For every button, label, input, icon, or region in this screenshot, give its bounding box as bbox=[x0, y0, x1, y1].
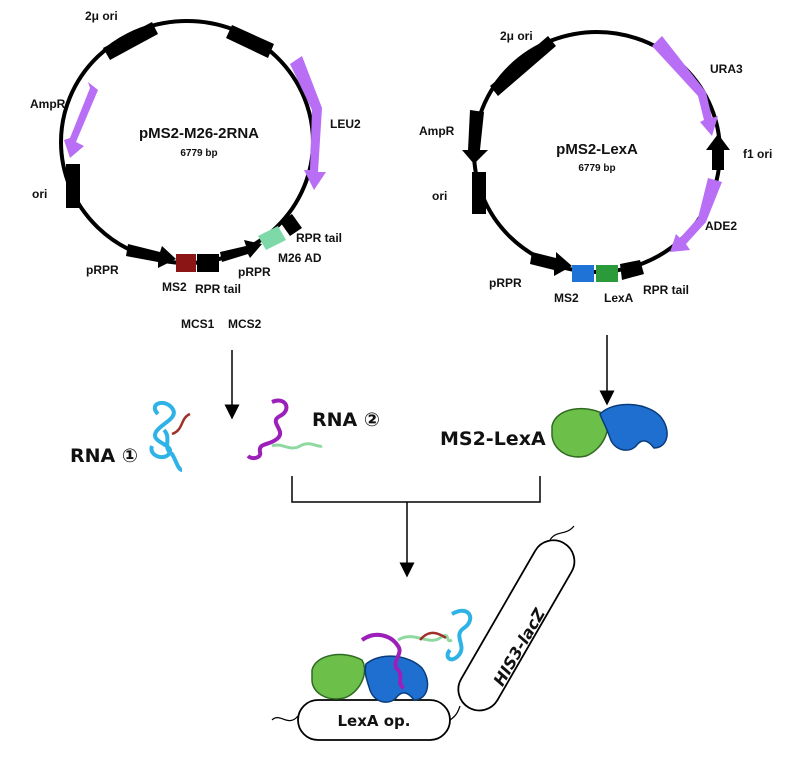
plasmid-1-label-ori: ori bbox=[32, 187, 47, 201]
plasmid-1-label-leu2: LEU2 bbox=[330, 117, 361, 131]
dna-strand-mid bbox=[449, 705, 461, 721]
plasmid-1-backbone bbox=[59, 19, 315, 265]
plasmid-2-label-lexa: LexA bbox=[604, 291, 634, 305]
rna-2-illustration bbox=[246, 398, 323, 461]
rna-1-illustration bbox=[149, 400, 191, 472]
complex-lexa-protein bbox=[311, 653, 366, 700]
plasmid-2-label-ampr: AmpR bbox=[419, 124, 455, 138]
plasmid-1-size: 6779 bp bbox=[180, 148, 217, 159]
complex-rna-2 bbox=[360, 632, 406, 690]
plasmid-2-lexa-block bbox=[596, 265, 618, 282]
plasmid-1-label-rpr-tail-bottom: RPR tail bbox=[195, 282, 241, 296]
plasmid-1-prpr-arrow-mid bbox=[220, 240, 262, 262]
rna-2-label: RNA ② bbox=[312, 409, 380, 431]
plasmid-1-ms2-block bbox=[176, 254, 196, 272]
plasmid-1-rpr-tail-block bbox=[280, 214, 302, 236]
plasmid-1-rpr-tail-bottom-block bbox=[197, 254, 219, 272]
plasmid-2-label-ade2: ADE2 bbox=[705, 219, 737, 233]
complex-rna-red bbox=[419, 631, 447, 641]
lexa-operator-label: LexA op. bbox=[338, 712, 411, 730]
complex-ms2-protein bbox=[364, 655, 429, 703]
plasmid-1-label-2u-ori: 2μ ori bbox=[85, 9, 118, 23]
plasmid-1-ampr-arrow bbox=[64, 82, 98, 158]
plasmid-1-label-rpr-tail-right: RPR tail bbox=[296, 231, 342, 245]
complex-rna-linker bbox=[397, 634, 453, 643]
ms2-lexa-label: MS2-LexA bbox=[440, 428, 546, 450]
merge-bracket bbox=[291, 476, 541, 503]
complex-rna-1 bbox=[445, 608, 473, 662]
plasmid-1-label-mcs2: MCS2 bbox=[228, 317, 262, 331]
plasmid-1-leu2-arrow bbox=[290, 56, 326, 190]
plasmid-2-ura3-arrow bbox=[652, 36, 718, 136]
plasmid-1-label-m26ad: M26 AD bbox=[278, 251, 322, 265]
plasmid-1-label-prpr-left: pRPR bbox=[86, 263, 119, 277]
reporter-complex bbox=[271, 525, 576, 741]
plasmid-1-label-prpr-mid: pRPR bbox=[238, 265, 271, 279]
reporter-gene-capsule bbox=[457, 539, 576, 712]
plasmid-1-label-ampr: AmpR bbox=[30, 97, 66, 111]
plasmid-2-label-ura3: URA3 bbox=[710, 62, 743, 76]
ms2-lexa-protein-illustration bbox=[551, 403, 668, 458]
plasmid-1: pMS2-M26-2RNA 6779 bp 2μ ori AmpR LEU2 o… bbox=[30, 9, 361, 331]
plasmid-1-m26ad-block bbox=[258, 226, 286, 250]
dna-strand-right bbox=[549, 525, 575, 541]
plasmid-2-ori-block bbox=[472, 172, 486, 214]
plasmid-1-prpr-arrow-left bbox=[126, 244, 176, 268]
plasmid-2-label-ms2: MS2 bbox=[554, 291, 579, 305]
plasmid-2-label-2u-ori: 2μ ori bbox=[500, 29, 533, 43]
plasmid-2-ade2-arrow bbox=[670, 178, 722, 252]
plasmid-1-label-mcs1: MCS1 bbox=[181, 317, 215, 331]
plasmid-1-backbone-block bbox=[226, 25, 274, 58]
plasmid-2-prpr-arrow bbox=[530, 252, 572, 276]
plasmid-2-label-ori: ori bbox=[432, 189, 447, 203]
plasmid-2-f1ori-arrow bbox=[706, 134, 730, 170]
plasmid-2-size: 6779 bp bbox=[578, 163, 615, 174]
plasmid-1-name: pMS2-M26-2RNA bbox=[139, 125, 259, 142]
dna-strand-left bbox=[271, 715, 299, 722]
plasmid-2-rpr-tail-block bbox=[620, 260, 644, 280]
plasmid-1-ori-block bbox=[66, 164, 80, 208]
plasmid-1-label-ms2: MS2 bbox=[162, 280, 187, 294]
plasmid-2-ms2-block bbox=[572, 265, 594, 282]
plasmid-2-label-rpr-tail: RPR tail bbox=[643, 283, 689, 297]
plasmid-1-2u-ori-block bbox=[103, 22, 158, 60]
plasmid-2-label-prpr: pRPR bbox=[489, 276, 522, 290]
plasmid-2-name: pMS2-LexA bbox=[556, 141, 638, 158]
plasmid-2-ampr-arrow bbox=[462, 110, 488, 164]
plasmid-2: pMS2-LexA 6779 bp 2μ ori URA3 AmpR f1 or… bbox=[419, 29, 772, 305]
rna-1-label: RNA ① bbox=[70, 445, 138, 467]
plasmid-2-2u-ori-block bbox=[490, 36, 556, 96]
plasmid-2-label-f1ori: f1 ori bbox=[743, 147, 772, 161]
